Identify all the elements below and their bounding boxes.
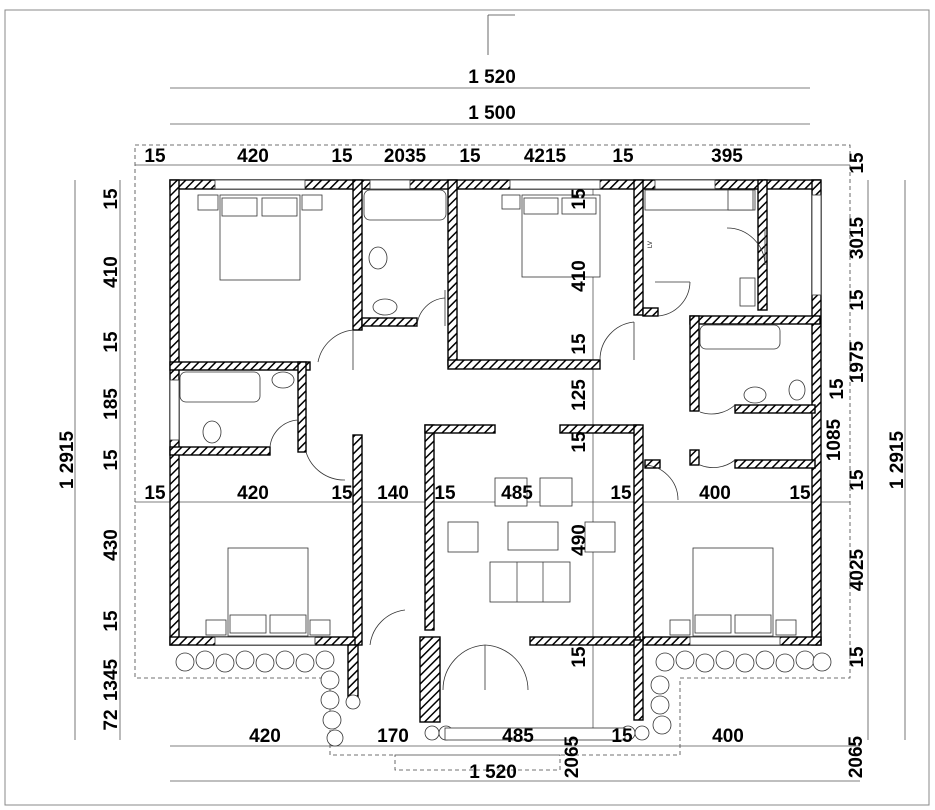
dim-bottom-3: 2065 bbox=[562, 735, 583, 778]
dim-top-0: 15 bbox=[144, 146, 166, 167]
bed-bedroom-2 bbox=[501, 194, 601, 278]
dim-right-2: 1975 bbox=[847, 340, 868, 383]
bathtub-bath-left bbox=[179, 371, 261, 403]
dim-bottom-2: 485 bbox=[502, 726, 534, 747]
dim-mid-4: 15 bbox=[434, 483, 456, 504]
landscape-bushes bbox=[175, 650, 832, 747]
dim-top-outer: 1 520 bbox=[468, 67, 516, 88]
kitchen-lv-label: LV bbox=[648, 241, 654, 248]
living-room-furniture bbox=[447, 477, 616, 603]
dim-bottom-5: 400 bbox=[712, 726, 744, 747]
dim-top-4: 15 bbox=[459, 146, 481, 167]
dim-inner-2: 15 bbox=[569, 333, 590, 355]
dim-right-1: 15 bbox=[847, 289, 868, 311]
dim-bottom-0: 420 bbox=[249, 726, 281, 747]
dim-inner-1: 410 bbox=[569, 260, 590, 292]
dim-left-3: 185 bbox=[101, 388, 122, 420]
dim-left-5: 430 bbox=[101, 529, 122, 561]
bathtub-bath-right bbox=[699, 324, 781, 350]
dim-inner-0: 15 bbox=[569, 188, 590, 210]
dim-top-8: 15 bbox=[847, 152, 868, 174]
dim-mid-5: 485 bbox=[501, 483, 533, 504]
dim-mid-7: 400 bbox=[699, 483, 731, 504]
dim-mid-0: 15 bbox=[144, 483, 166, 504]
dim-left-0: 15 bbox=[101, 188, 122, 210]
dim-mid-1: 420 bbox=[237, 483, 269, 504]
dim-top-2: 15 bbox=[331, 146, 353, 167]
dim-right-total: 1 2915 bbox=[887, 431, 908, 490]
kitchen-counter bbox=[644, 189, 756, 211]
dim-right-6: 4025 bbox=[847, 548, 868, 591]
dim-bottom-4: 15 bbox=[611, 726, 633, 747]
dim-mid-8: 15 bbox=[789, 483, 811, 504]
dim-mid-3: 140 bbox=[377, 483, 409, 504]
dim-top-3: 2035 bbox=[384, 146, 427, 167]
dim-left-6: 15 bbox=[101, 610, 122, 632]
dim-inner-5: 490 bbox=[569, 524, 590, 556]
dim-inner-4: 15 bbox=[569, 431, 590, 453]
dim-inner-6: 15 bbox=[569, 646, 590, 668]
dim-bottom-total: 1 520 bbox=[469, 762, 517, 783]
kitchen-stove bbox=[727, 189, 754, 211]
dim-top-7: 395 bbox=[711, 146, 743, 167]
drawing-frame bbox=[4, 9, 930, 806]
dim-right-3: 15 bbox=[827, 378, 848, 400]
kitchen-appliance bbox=[739, 277, 756, 307]
dim-right-5: 15 bbox=[847, 469, 868, 491]
bed-bedroom-4 bbox=[669, 547, 797, 637]
dim-top-1: 420 bbox=[237, 146, 269, 167]
toilet-wc bbox=[368, 246, 388, 270]
dim-left-7: 1345 bbox=[101, 658, 122, 701]
dim-top-6: 15 bbox=[612, 146, 634, 167]
toilet-bath-right bbox=[788, 379, 806, 401]
dim-left-total: 1 2915 bbox=[57, 431, 78, 490]
dim-left-8: 72 bbox=[101, 709, 122, 730]
windows bbox=[169, 179, 822, 646]
sink-wc bbox=[372, 298, 398, 316]
dim-top-inner: 1 500 bbox=[468, 103, 516, 124]
dim-left-2: 15 bbox=[101, 331, 122, 353]
doors bbox=[269, 227, 766, 691]
dim-right-7: 15 bbox=[847, 646, 868, 668]
sink-bath-left bbox=[271, 371, 295, 389]
bed-bedroom-1 bbox=[197, 194, 323, 281]
dim-right-4: 1085 bbox=[824, 418, 845, 461]
bed-bedroom-3 bbox=[205, 547, 331, 637]
dim-top-5: 4215 bbox=[524, 146, 567, 167]
dim-right-0: 3015 bbox=[847, 216, 868, 259]
dim-mid-6: 15 bbox=[610, 483, 632, 504]
sink-bath-right bbox=[743, 386, 767, 404]
dim-left-1: 410 bbox=[101, 256, 122, 288]
dim-bottom-6: 2065 bbox=[846, 735, 867, 778]
walls bbox=[169, 179, 822, 723]
toilet-bath-left bbox=[202, 420, 222, 444]
dim-left-4: 15 bbox=[101, 449, 122, 471]
dim-inner-3: 125 bbox=[569, 379, 590, 411]
dim-mid-2: 15 bbox=[331, 483, 353, 504]
bathtub-wc bbox=[363, 189, 447, 221]
dim-bottom-1: 170 bbox=[377, 726, 409, 747]
